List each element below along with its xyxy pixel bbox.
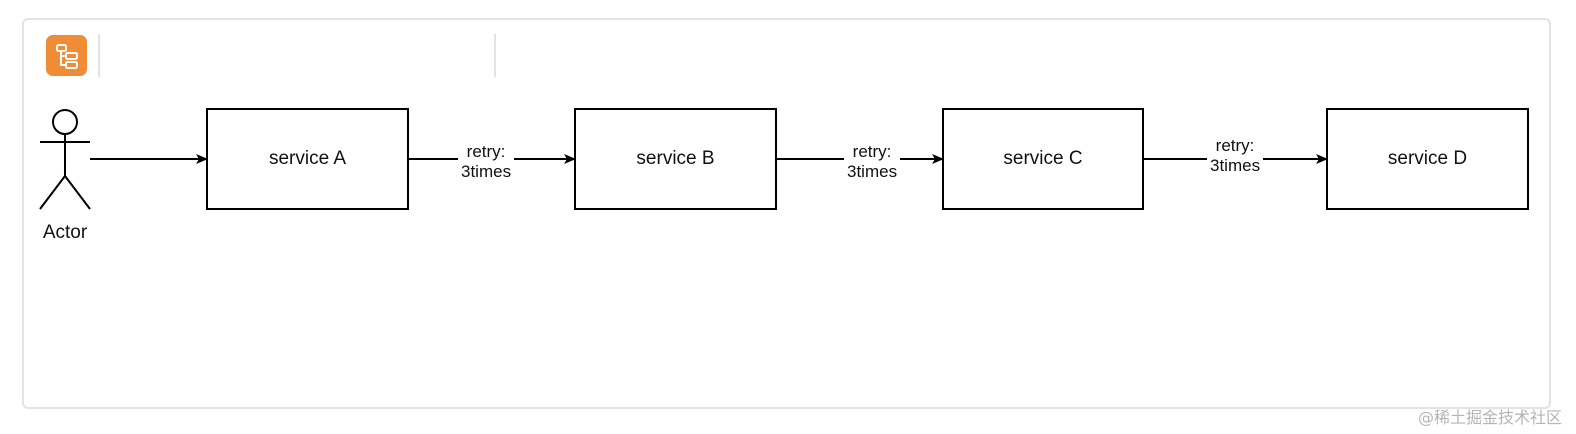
- diagram-frame: [22, 18, 1551, 409]
- service-c-box[interactable]: service C: [942, 108, 1144, 210]
- service-a-box[interactable]: service A: [206, 108, 409, 210]
- sitemap-icon[interactable]: [46, 35, 87, 76]
- toolbar-divider-left: [98, 34, 100, 77]
- service-c-label: service C: [1003, 148, 1083, 169]
- service-d-label: service D: [1387, 148, 1468, 169]
- edge-label-b-c: retry: 3times: [844, 142, 901, 182]
- toolbar-divider-right: [494, 34, 496, 77]
- service-b-label: service B: [636, 148, 715, 169]
- service-d-box[interactable]: service D: [1326, 108, 1529, 210]
- actor-figure[interactable]: [39, 109, 91, 210]
- service-b-box[interactable]: service B: [574, 108, 777, 210]
- edge-label-c-d: retry: 3times: [1207, 136, 1264, 176]
- service-a-label: service A: [268, 148, 347, 169]
- sitemap-glyph: [55, 43, 78, 69]
- edge-label-a-b: retry: 3times: [458, 142, 515, 182]
- watermark: @稀土掘金技术社区: [1417, 408, 1562, 427]
- actor-label: Actor: [42, 222, 88, 243]
